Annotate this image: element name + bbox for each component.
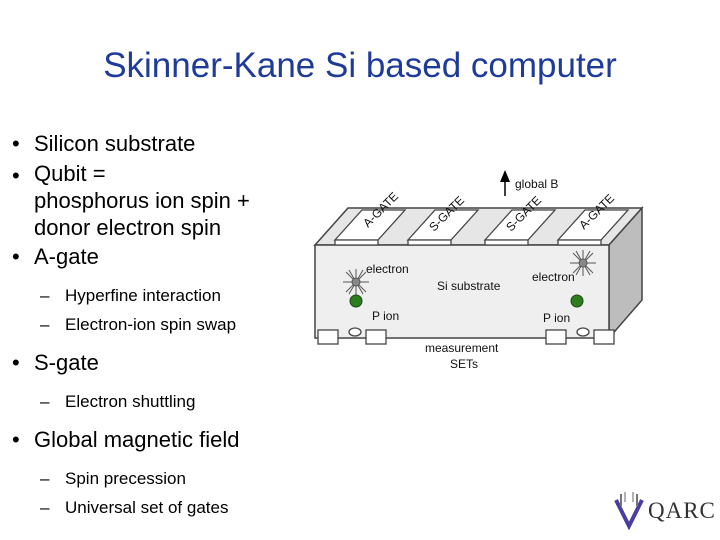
sub-bullet-item: –Electron-ion spin swap bbox=[40, 315, 237, 334]
arrow-up-icon bbox=[500, 170, 510, 196]
sub-bullet-item: –Spin precession bbox=[40, 469, 186, 488]
bullet-item: • Qubit = phosphorus ion spin + donor el… bbox=[12, 161, 250, 240]
bullet-item: •Global magnetic field bbox=[12, 427, 240, 452]
bullet-item: •A-gate bbox=[12, 244, 99, 269]
sub-bullet-item: –Hyperfine interaction bbox=[40, 286, 221, 305]
substrate-block bbox=[313, 206, 644, 341]
bullet-item: •S-gate bbox=[12, 350, 99, 375]
p-ion-label: P ion bbox=[372, 309, 399, 323]
electron-label: electron bbox=[366, 262, 409, 276]
sets-label: SETs bbox=[450, 357, 478, 371]
logo-text: QARC bbox=[648, 498, 716, 523]
substrate-label: Si substrate bbox=[437, 279, 501, 293]
electron-cloud-icon bbox=[570, 250, 596, 276]
global-b-label: global B bbox=[515, 177, 558, 191]
bullet-list: •Silicon substrate • Qubit = phosphorus … bbox=[12, 128, 312, 522]
bullet-item: •Silicon substrate bbox=[12, 131, 196, 156]
qarc-logo: QARC bbox=[612, 490, 715, 531]
p-ion-dot bbox=[349, 294, 363, 308]
top-gates bbox=[333, 209, 630, 246]
p-ion-label: P ion bbox=[543, 311, 570, 325]
sub-bullet-item: –Universal set of gates bbox=[40, 498, 229, 517]
electron-cloud-icon bbox=[343, 269, 369, 295]
bottom-gates bbox=[317, 327, 615, 345]
slide-title: Skinner-Kane Si based computer bbox=[103, 46, 617, 85]
measurement-label: measurement bbox=[425, 341, 499, 355]
electron-label: electron bbox=[532, 270, 575, 284]
p-ion-dot bbox=[570, 294, 584, 308]
qarc-logo-icon bbox=[614, 492, 644, 531]
sub-bullet-item: –Electron shuttling bbox=[40, 392, 196, 411]
